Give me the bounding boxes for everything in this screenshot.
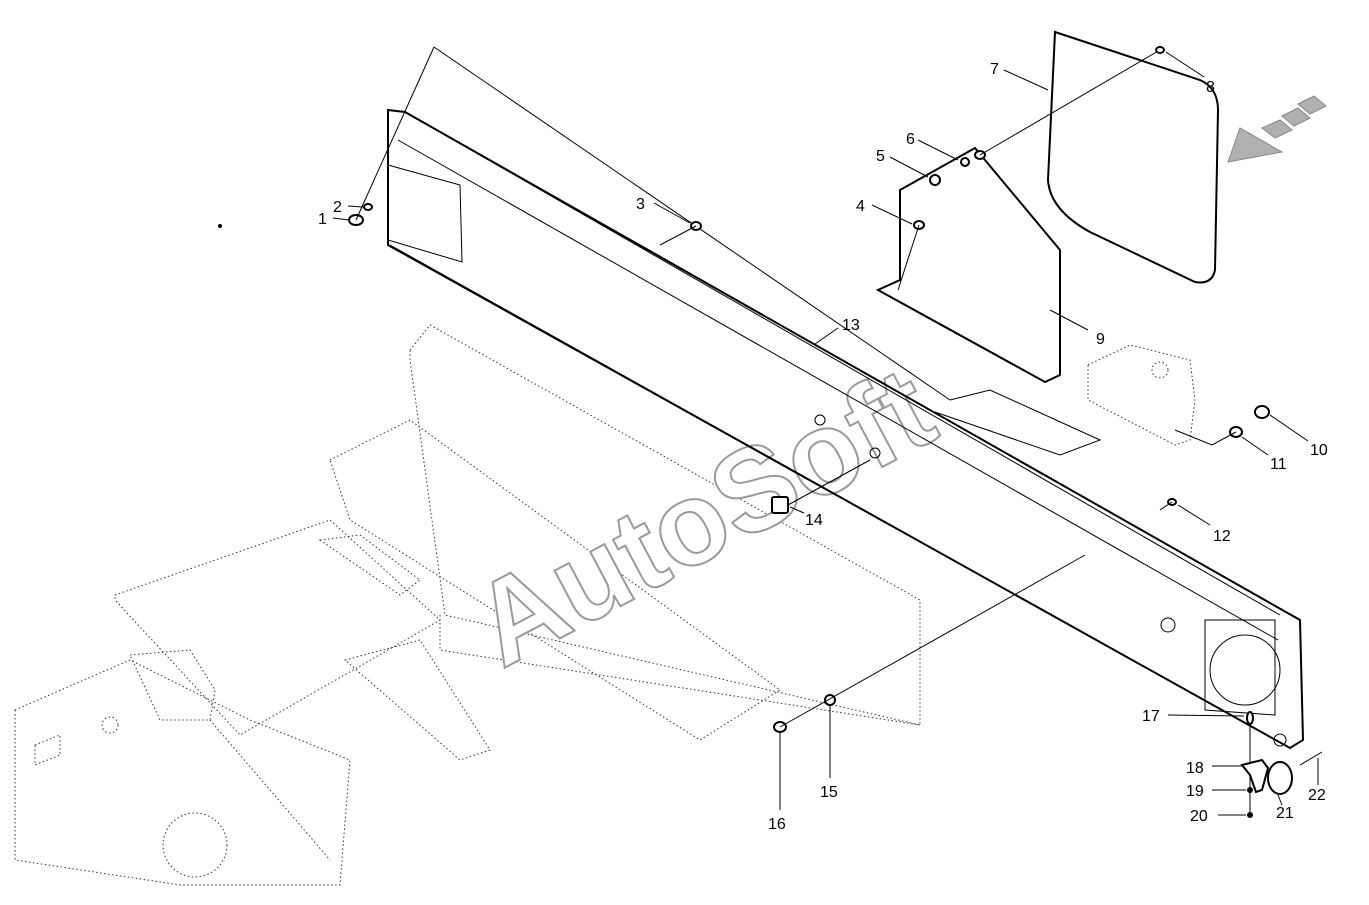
callout-22: 22 [1308,787,1326,804]
background-chassis [14,324,1196,886]
callout-5: 5 [876,148,885,165]
callout-12: 12 [1213,528,1231,545]
callout-13: 13 [842,317,860,334]
watermark-text: AutoSoft [452,342,954,692]
callout-19: 19 [1186,783,1204,800]
callout-6: 6 [906,131,915,148]
leader-lines [332,51,1319,816]
callout-4: 4 [856,198,865,215]
callout-18: 18 [1186,760,1204,777]
access-cover [1046,30,1220,284]
callout-16: 16 [768,816,786,833]
callout-17: 17 [1142,708,1160,725]
callout-1: 1 [318,211,327,228]
callout-labels: 1 2 3 4 5 6 7 8 9 10 11 12 13 14 15 16 1… [318,61,1328,833]
callout-21: 21 [1276,805,1294,822]
callout-8: 8 [1206,79,1215,96]
callout-9: 9 [1096,331,1105,348]
callout-7: 7 [990,61,999,78]
callout-11: 11 [1270,456,1287,473]
direction-arrow-icon [1227,95,1327,163]
mounting-bracket [875,146,1061,384]
callout-20: 20 [1190,808,1208,825]
callout-2: 2 [333,199,342,216]
callout-15: 15 [820,784,838,801]
callout-3: 3 [636,196,645,213]
callout-14: 14 [805,512,823,529]
callout-10: 10 [1310,442,1328,459]
hardware-parts [218,46,1323,818]
